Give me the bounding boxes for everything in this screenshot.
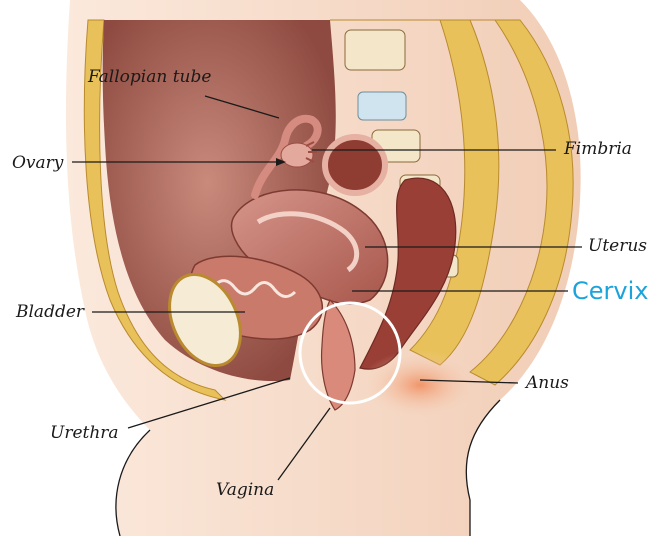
label-cervix: Cervix	[572, 277, 648, 305]
label-fimbria: Fimbria	[563, 139, 632, 159]
label-ovary: Ovary	[12, 153, 64, 173]
label-bladder: Bladder	[15, 302, 85, 322]
label-anus: Anus	[524, 373, 569, 393]
anal-region	[360, 350, 480, 420]
label-vagina: Vagina	[216, 480, 274, 500]
label-urethra: Urethra	[50, 423, 119, 443]
label-uterus: Uterus	[588, 236, 647, 256]
bowel-loop	[325, 137, 385, 193]
label-fallopian-tube: Fallopian tube	[87, 67, 211, 87]
